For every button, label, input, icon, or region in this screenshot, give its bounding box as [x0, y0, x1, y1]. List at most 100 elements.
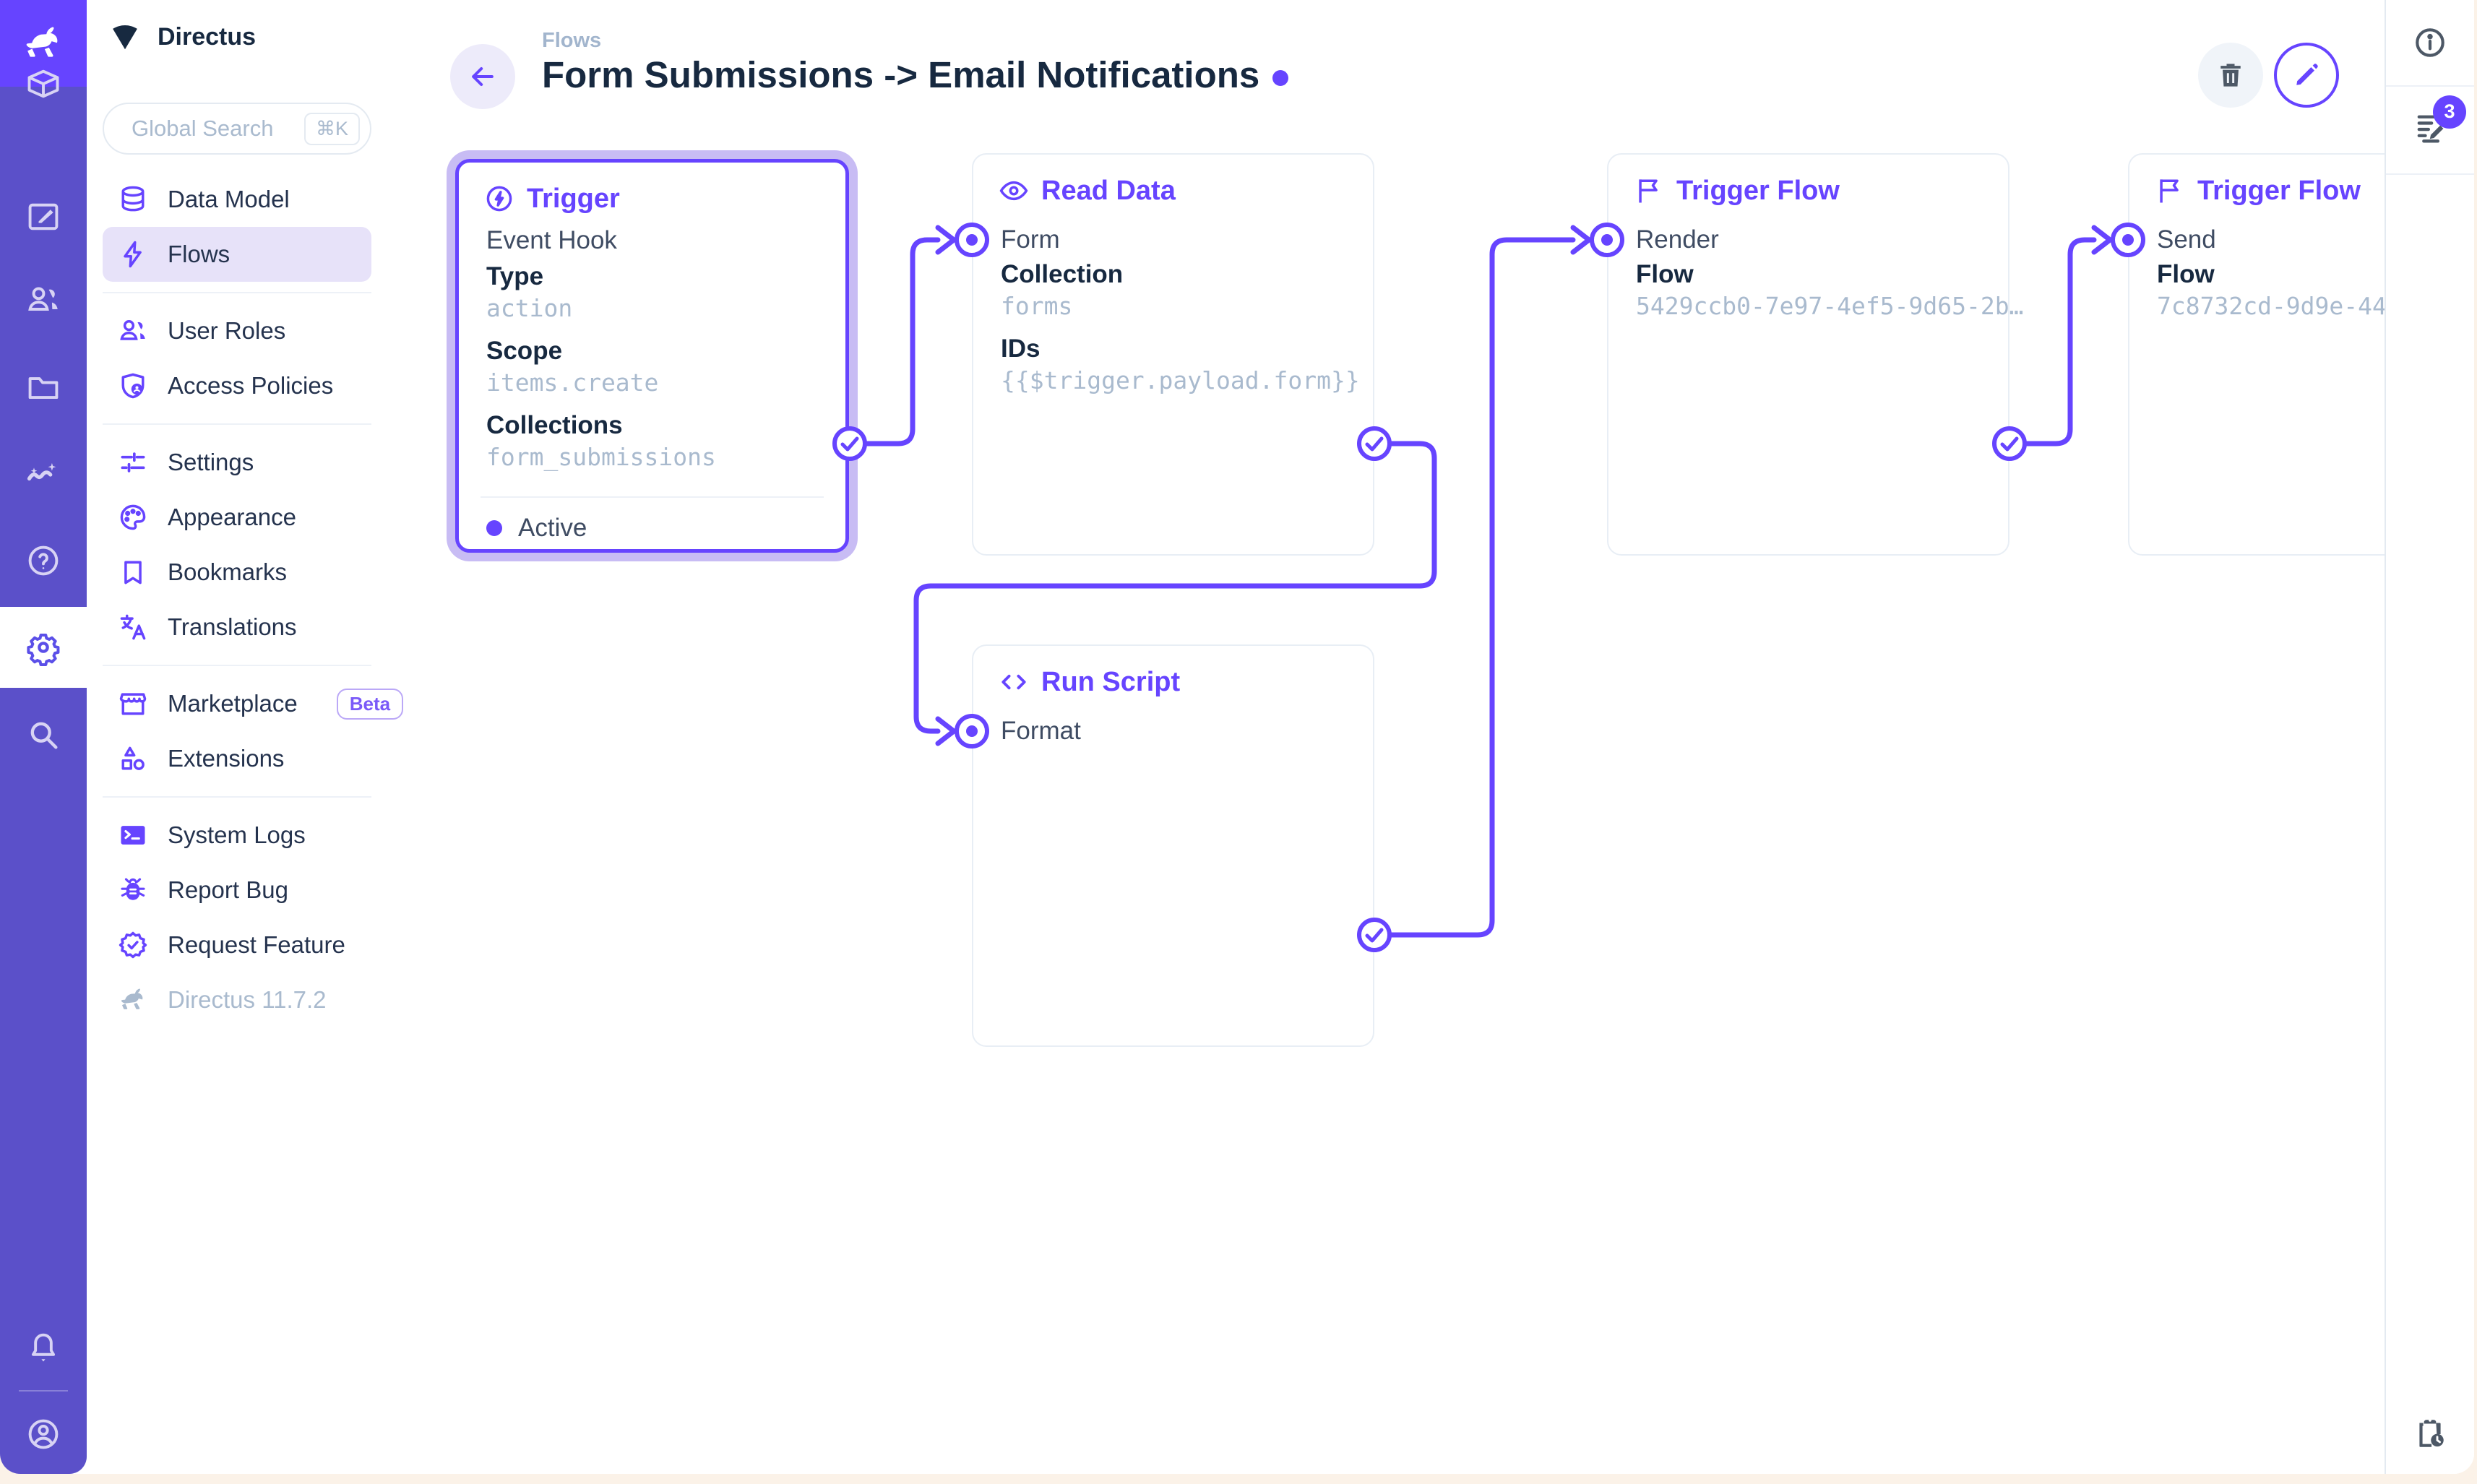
module-search[interactable]	[0, 694, 87, 775]
pencil-icon	[2296, 64, 2318, 85]
delete-flow-button[interactable]	[2198, 43, 2263, 108]
sidebar-item-settings[interactable]: Settings	[103, 435, 371, 490]
terminal-icon	[117, 819, 149, 851]
sidebar-item-report-bug[interactable]: Report Bug	[103, 863, 371, 918]
unsaved-dot	[1272, 69, 1289, 86]
sidebar-item-system-logs[interactable]: System Logs	[103, 808, 371, 863]
panel-header: Trigger Flow	[1633, 175, 1840, 207]
clipboard-clock-icon	[2419, 1419, 2444, 1447]
sidebar-item-marketplace[interactable]: Marketplace Beta	[103, 676, 404, 731]
info-sidebar-button[interactable]	[2386, 0, 2474, 85]
tune-icon	[117, 447, 149, 478]
flag-icon	[1639, 179, 1658, 203]
module-bar-divider	[19, 1390, 68, 1392]
sidebar-item-data-model[interactable]: Data Model	[103, 172, 371, 227]
gear-icon	[27, 633, 60, 666]
module-insights[interactable]	[0, 433, 87, 514]
arrow-left-icon	[472, 66, 494, 87]
module-users[interactable]	[0, 259, 87, 340]
project-logo-icon	[113, 25, 137, 50]
panel-header: Read Data	[998, 175, 1176, 207]
cube-icon	[27, 69, 59, 98]
shapes-icon	[117, 743, 149, 775]
bolt-icon	[117, 238, 149, 270]
rail-divider	[2386, 85, 2474, 87]
sidebar-item-extensions[interactable]: Extensions	[103, 731, 371, 786]
sidebar-item-request-feature[interactable]: Request Feature	[103, 918, 371, 972]
breadcrumb[interactable]: Flows	[542, 29, 602, 52]
nav-divider	[103, 413, 371, 435]
edit-square-icon	[28, 203, 59, 230]
module-content[interactable]	[0, 43, 87, 124]
sidebar-item-flows[interactable]: Flows	[103, 227, 371, 282]
info-icon	[2416, 28, 2444, 57]
rabbit-small-icon	[117, 984, 149, 1016]
sidebar-item-translations[interactable]: Translations	[103, 600, 371, 655]
pending-revisions-button[interactable]	[2386, 1393, 2474, 1472]
panel-header: Trigger	[483, 183, 620, 215]
sidebar-item-user-roles[interactable]: User Roles	[103, 303, 371, 358]
translate-icon	[117, 611, 149, 643]
status-row: Active	[486, 514, 587, 543]
flow-panel-run-script[interactable]: Run Script Format	[972, 644, 1374, 1047]
input-label: Form	[1001, 225, 1060, 254]
sidebar-item-access-policies[interactable]: Access Policies	[103, 358, 371, 413]
version-row: Directus 11.7.2	[103, 972, 371, 1027]
edge-trigger-to-read-data	[847, 237, 941, 447]
eye-icon	[999, 181, 1028, 201]
user-avatar[interactable]	[0, 1394, 87, 1474]
back-button[interactable]	[450, 44, 515, 109]
flow-panel-trigger[interactable]: Trigger Event Hook Type action Scope ite…	[455, 159, 849, 553]
search-icon	[30, 722, 58, 749]
input-label: Send	[2157, 225, 2216, 254]
database-icon	[117, 184, 149, 215]
palette-icon	[117, 501, 149, 533]
arrowhead	[1570, 225, 1592, 255]
code-icon	[1001, 674, 1026, 690]
edit-flow-button[interactable]	[2274, 43, 2339, 108]
status-dot	[486, 520, 502, 536]
bell-icon	[31, 1333, 56, 1362]
flow-canvas[interactable]: Flows Form Submissions -> Email Notifica…	[387, 0, 2385, 1474]
nav-divider	[103, 282, 371, 303]
beta-badge: Beta	[336, 688, 404, 720]
arrowhead	[935, 716, 957, 746]
module-files[interactable]	[0, 347, 87, 428]
people-icon	[117, 315, 149, 347]
people-icon	[28, 287, 58, 311]
notifications-bell[interactable]	[0, 1307, 87, 1388]
bolt-circle-icon	[486, 186, 512, 212]
version-label: Directus 11.7.2	[168, 986, 327, 1013]
right-rail: 3	[2385, 0, 2474, 1474]
input-label: Render	[1636, 225, 1719, 254]
sidebar-item-bookmarks[interactable]: Bookmarks	[103, 545, 371, 600]
arrowhead	[2091, 225, 2113, 255]
module-editor[interactable]	[0, 176, 87, 257]
flow-panel-trigger-flow-send[interactable]: Trigger Flow Send Flow 7c8732cd-9d9e-44b…	[2128, 153, 2385, 556]
nav-divider	[103, 655, 371, 676]
project-header[interactable]: Directus	[108, 20, 256, 53]
status-label: Active	[518, 514, 587, 542]
revisions-sidebar-button[interactable]: 3	[2386, 87, 2474, 173]
module-bar	[0, 0, 87, 1474]
revisions-icon	[2417, 115, 2444, 142]
badge-check-icon	[117, 929, 149, 961]
panel-header: Run Script	[998, 666, 1180, 698]
rail-divider	[2386, 173, 2474, 175]
sidebar-item-appearance[interactable]: Appearance	[103, 490, 371, 545]
shield-user-icon	[117, 370, 149, 402]
flow-panel-trigger-flow-render[interactable]: Trigger Flow Render Flow 5429ccb0-7e97-4…	[1607, 153, 2023, 556]
module-settings[interactable]	[0, 607, 87, 688]
activity-sparkle-icon	[27, 462, 56, 481]
storefront-icon	[117, 688, 149, 720]
search-shortcut: ⌘K	[303, 112, 360, 145]
account-circle-icon	[28, 1419, 59, 1449]
panel-header: Trigger Flow	[2154, 175, 2361, 207]
global-search-input[interactable]: Global Search ⌘K	[103, 103, 371, 155]
folder-icon	[28, 377, 59, 400]
flow-panel-read-data[interactable]: Read Data Form Collection forms IDs {{$t…	[972, 153, 1374, 556]
panel-divider	[481, 496, 824, 498]
module-help[interactable]	[0, 520, 87, 601]
page-title: Form Submissions -> Email Notifications	[542, 53, 1289, 96]
